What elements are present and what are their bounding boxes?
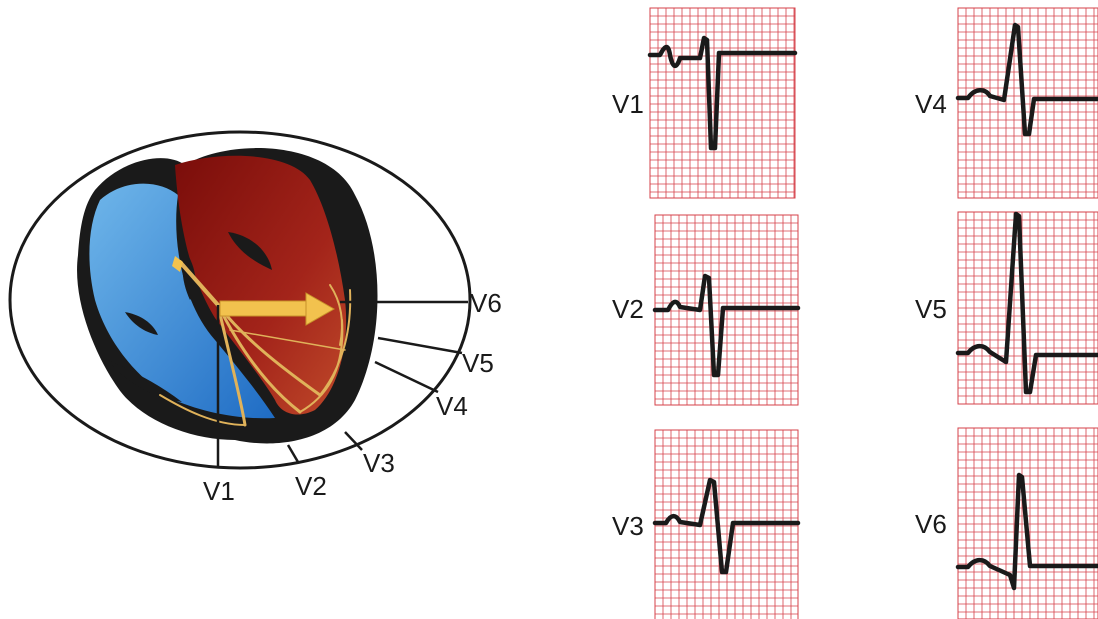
heart-label-v4: V4 — [436, 391, 468, 421]
heart-label-v5: V5 — [462, 348, 494, 378]
electrical-axis-arrow — [219, 292, 336, 326]
av-node — [172, 256, 183, 272]
heart-label-v6: V6 — [470, 288, 502, 318]
ecg-lead-label: V2 — [612, 294, 644, 324]
ecg-grid — [957, 427, 1098, 619]
heart-label-v2: V2 — [295, 471, 327, 501]
heart-diagram: V1 V2 V3 V4 V5 V6 — [8, 130, 502, 506]
ecg-lead-label: V4 — [915, 89, 947, 119]
ecg-trace — [955, 472, 1098, 591]
ecg-panel-v4: V4 — [915, 7, 1098, 199]
ecg-trace — [955, 211, 1098, 395]
ecg-trace — [647, 35, 798, 151]
ecg-lead-label: V3 — [612, 511, 644, 541]
papillary-muscle — [228, 232, 272, 270]
trabeculae — [108, 360, 182, 402]
chest-outline — [8, 130, 472, 470]
ecg-panel-v3: V3 — [612, 429, 801, 619]
right-ventricle — [89, 183, 275, 419]
ecg-trace — [955, 22, 1098, 137]
electrode-lines — [216, 300, 468, 468]
ecg-lead-label: V6 — [915, 509, 947, 539]
left-ventricle — [175, 155, 347, 415]
ecg-grid — [957, 211, 1098, 405]
ecg-panel-v2: V2 — [612, 214, 801, 406]
heart-label-v1: V1 — [203, 476, 235, 506]
ecg-grid — [957, 7, 1098, 199]
ecg-panel-v1: V1 — [612, 7, 798, 199]
papillary-muscle — [125, 312, 158, 335]
ecg-grid — [649, 7, 796, 199]
heart-label-v3: V3 — [363, 448, 395, 478]
ecg-lead-label: V1 — [612, 89, 644, 119]
ecg-lead-label: V5 — [915, 294, 947, 324]
ecg-panel-v6: V6 — [915, 427, 1098, 619]
ecg-trace — [652, 477, 801, 575]
ecg-trace — [652, 273, 801, 378]
ecg-panel-v5: V5 — [915, 211, 1098, 405]
conduction-system — [159, 260, 352, 427]
